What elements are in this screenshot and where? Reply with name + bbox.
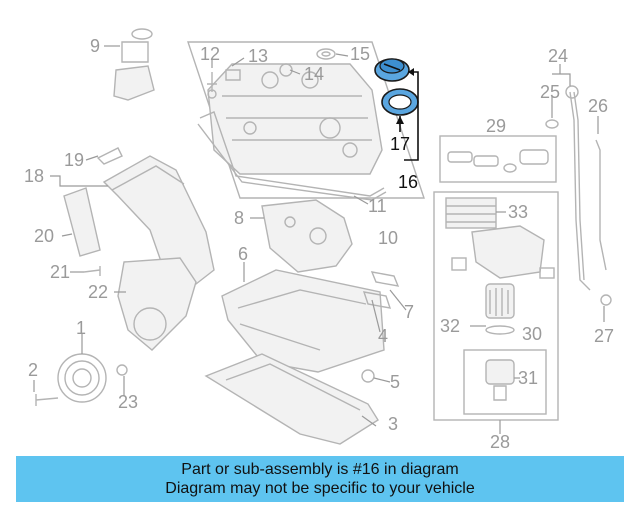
callout-11: 11 xyxy=(368,196,387,216)
oil-filter-32 xyxy=(485,283,515,335)
small-parts-center xyxy=(361,271,400,383)
callout-26: 26 xyxy=(588,96,608,116)
callout-32: 32 xyxy=(440,316,460,336)
oil-pump-8 xyxy=(261,199,353,273)
cover-20 xyxy=(63,187,101,257)
callout-23: 23 xyxy=(118,392,138,412)
callout-10: 10 xyxy=(378,228,398,248)
arrow-16 xyxy=(408,68,414,76)
info-banner: Part or sub-assembly is #16 in diagram D… xyxy=(16,456,624,502)
small-parts-top xyxy=(207,48,336,99)
callout-7: 7 xyxy=(404,302,414,322)
callout-33: 33 xyxy=(508,202,528,222)
callout-5: 5 xyxy=(390,372,400,392)
callout-27: 27 xyxy=(594,326,614,346)
valve-cover xyxy=(199,63,385,197)
callout-28: 28 xyxy=(490,432,510,452)
filter-cap-31 xyxy=(485,359,515,401)
callout-3: 3 xyxy=(388,414,398,434)
callout-8: 8 xyxy=(234,208,244,228)
callout-29: 29 xyxy=(486,116,506,136)
callout-6: 6 xyxy=(238,244,248,264)
leader-lines xyxy=(33,45,605,434)
callout-18: 18 xyxy=(24,166,44,186)
callout-24: 24 xyxy=(548,46,568,66)
callout-9: 9 xyxy=(90,36,100,56)
callout-19: 19 xyxy=(64,150,84,170)
callout-31: 31 xyxy=(518,368,538,388)
callout-1: 1 xyxy=(76,318,86,338)
callout-22: 22 xyxy=(88,282,108,302)
callout-17: 17 xyxy=(390,134,410,154)
parts-diagram: 1 2 3 4 5 6 7 8 9 10 11 12 13 14 15 16 1… xyxy=(24,28,614,452)
callout-30: 30 xyxy=(522,324,542,344)
dipstick xyxy=(545,85,612,306)
oil-sensor-9 xyxy=(113,28,155,101)
oil-cooler-seals xyxy=(447,149,549,173)
lower-timing-cover xyxy=(117,257,197,351)
oil-filler-cap-seal-17[interactable] xyxy=(381,88,419,116)
group-box-29 xyxy=(439,135,557,183)
crank-pulley xyxy=(35,353,128,406)
callout-20: 20 xyxy=(34,226,54,246)
callout-21: 21 xyxy=(50,262,70,282)
group-box-28 xyxy=(433,191,559,421)
valve-cover-gasket xyxy=(197,123,387,201)
callout-13: 13 xyxy=(248,46,268,66)
oil-cooler-33 xyxy=(445,197,497,229)
oil-pan-lower-3 xyxy=(204,353,379,445)
callout-25: 25 xyxy=(540,82,560,102)
bolt-21 xyxy=(83,266,101,276)
banner-line-2: Diagram may not be specific to your vehi… xyxy=(165,480,475,497)
arrow-17 xyxy=(396,116,404,124)
callout-15: 15 xyxy=(350,44,370,64)
oil-filter-housing xyxy=(451,225,555,279)
group-box-30 xyxy=(463,349,547,415)
callout-12: 12 xyxy=(200,44,220,64)
banner-line-1: Part or sub-assembly is #16 in diagram xyxy=(181,461,459,478)
oil-pan-upper-6 xyxy=(221,269,385,373)
callout-4: 4 xyxy=(378,326,388,346)
callout-14: 14 xyxy=(304,64,324,84)
timing-cover xyxy=(96,147,215,285)
callout-16: 16 xyxy=(398,172,418,192)
callout-2: 2 xyxy=(28,360,38,380)
oil-filler-cap-16[interactable] xyxy=(374,58,410,82)
